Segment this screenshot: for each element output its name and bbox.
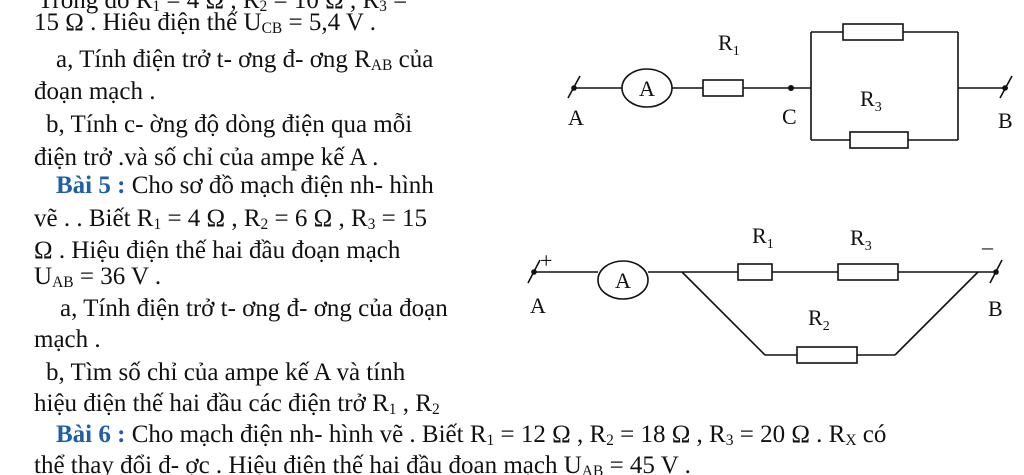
node-label-c: C	[782, 104, 797, 129]
subscript: 3	[367, 215, 376, 233]
resistor-label-r1: R1	[718, 30, 740, 59]
node-label-b: B	[988, 296, 1003, 321]
node-label-a: A	[530, 293, 546, 318]
subscript: X	[845, 431, 857, 449]
text: thể thay đổi đ- ợc . Hiệu điên thế hai đ…	[34, 452, 582, 475]
resistor-label-r2: R2	[808, 305, 830, 334]
text-line-7: vẽ . . Biết R1 = 4 Ω , R2 = 6 Ω , R3 = 1…	[34, 204, 427, 234]
text: hiệu điện thế hai đầu các điện trở R	[34, 390, 389, 417]
subscript: 2	[259, 0, 268, 15]
ammeter-icon	[621, 68, 673, 108]
ammeter-label: A	[615, 268, 631, 293]
text: = 36 V .	[73, 263, 162, 290]
text: = 4 Ω , R	[161, 205, 261, 232]
text: = 4 Ω , R	[160, 0, 260, 14]
text: có	[856, 421, 887, 448]
text-line-0: Trong đó R1 = 4 Ω , R2 = 10 Ω , R3 =	[38, 0, 407, 16]
subscript: 2	[431, 400, 440, 418]
subscript: 2	[260, 215, 269, 233]
subscript: 1	[153, 215, 162, 233]
resistor-r3	[849, 131, 909, 149]
resistor-r1	[737, 263, 773, 281]
terminal-b	[993, 269, 999, 275]
text-line-5: điện trở .và số chỉ của ampe kế A .	[34, 144, 379, 171]
text: =	[386, 0, 408, 14]
subscript: CB	[261, 19, 283, 37]
ammeter-label: A	[639, 76, 655, 101]
text: , R	[396, 390, 432, 417]
terminal-a	[531, 269, 537, 275]
wire	[681, 271, 766, 356]
subscript: 1	[388, 400, 397, 418]
exercise-label-6: Bài 6 :	[56, 421, 126, 448]
text: Trong đó R	[38, 0, 153, 14]
subscript: 1	[486, 431, 495, 449]
text-line-11: mạch .	[34, 326, 101, 353]
subscript: 3	[379, 0, 387, 15]
subscript: 3	[725, 431, 734, 449]
text: vẽ . . Biết R	[34, 205, 154, 232]
minus-sign: –	[981, 234, 994, 259]
node-c	[788, 85, 794, 91]
text-line-3: đoạn mạch .	[34, 78, 156, 105]
text: của	[392, 46, 434, 73]
resistor-label-r3: R3	[860, 86, 882, 115]
resistor-r2	[796, 346, 858, 364]
text-line-14: Bài 6 : Cho mạch điện nh- hình vẽ . Biết…	[56, 420, 886, 450]
subscript: 2	[606, 431, 614, 449]
resistor-label-r3: R3	[850, 225, 872, 254]
text: = 20 Ω . R	[733, 421, 846, 448]
resistor-label-r1: R1	[752, 223, 774, 252]
node-label-a: A	[568, 105, 584, 130]
text-line-15: thể thay đổi đ- ợc . Hiệu điên thế hai đ…	[34, 451, 691, 475]
text-line-4: b, Tính c- ờng độ dòng điện qua mỗi	[46, 111, 413, 138]
text: = 10 Ω , R	[267, 0, 380, 14]
text-line-1: 15 Ω . Hiêu điện thế UCB = 5,4 V .	[34, 8, 376, 38]
node-label-b: B	[998, 108, 1013, 133]
resistor-r1	[842, 23, 904, 41]
subscript: AB	[370, 56, 393, 74]
text-line-2: a, Tính điện trở t- ơng đ- ơng RAB của	[56, 45, 433, 75]
ammeter-icon	[597, 260, 649, 300]
subscript: AB	[52, 273, 74, 291]
wire	[894, 271, 979, 356]
text: = 15	[375, 205, 428, 232]
terminal-a	[571, 85, 577, 91]
text-line-9: UAB = 36 V .	[34, 262, 161, 292]
text: a, Tính điện trở t- ơng đ- ơng R	[56, 46, 371, 73]
text: U	[34, 263, 53, 290]
text: = 5,4 V .	[282, 9, 377, 36]
text-line-6: Bài 5 : Cho sơ đồ mạch điện nh- hình	[56, 171, 434, 201]
subscript: AB	[581, 462, 604, 475]
text: = 18 Ω , R	[613, 421, 726, 448]
text: = 6 Ω , R	[268, 205, 368, 232]
text-line-10: a, Tính điện trở t- ơng đ- ơng của đoạn	[60, 295, 448, 322]
text: Cho mạch điện nh- hình vẽ . Biết R	[125, 421, 487, 448]
subscript: 1	[152, 0, 161, 15]
exercise-label-5: Bài 5 :	[56, 172, 126, 199]
plus-sign: +	[540, 248, 552, 273]
text: Cho sơ đồ mạch điện nh- hình	[125, 172, 434, 199]
text: = 12 Ω , R	[494, 421, 607, 448]
text: 15 Ω . Hiêu điện thế U	[34, 9, 262, 36]
text-line-8: Ω . Hiệu điện thế hai đầu đoạn mạch	[34, 237, 401, 264]
resistor-r1-series	[702, 79, 744, 97]
text-line-12: b, Tìm số chỉ của ampe kế A và tính	[46, 359, 406, 386]
text-line-13: hiệu điện thế hai đầu các điện trở R1 , …	[34, 389, 440, 419]
text: = 45 V .	[603, 452, 691, 475]
resistor-r3	[837, 263, 899, 281]
terminal-b	[1002, 85, 1008, 91]
